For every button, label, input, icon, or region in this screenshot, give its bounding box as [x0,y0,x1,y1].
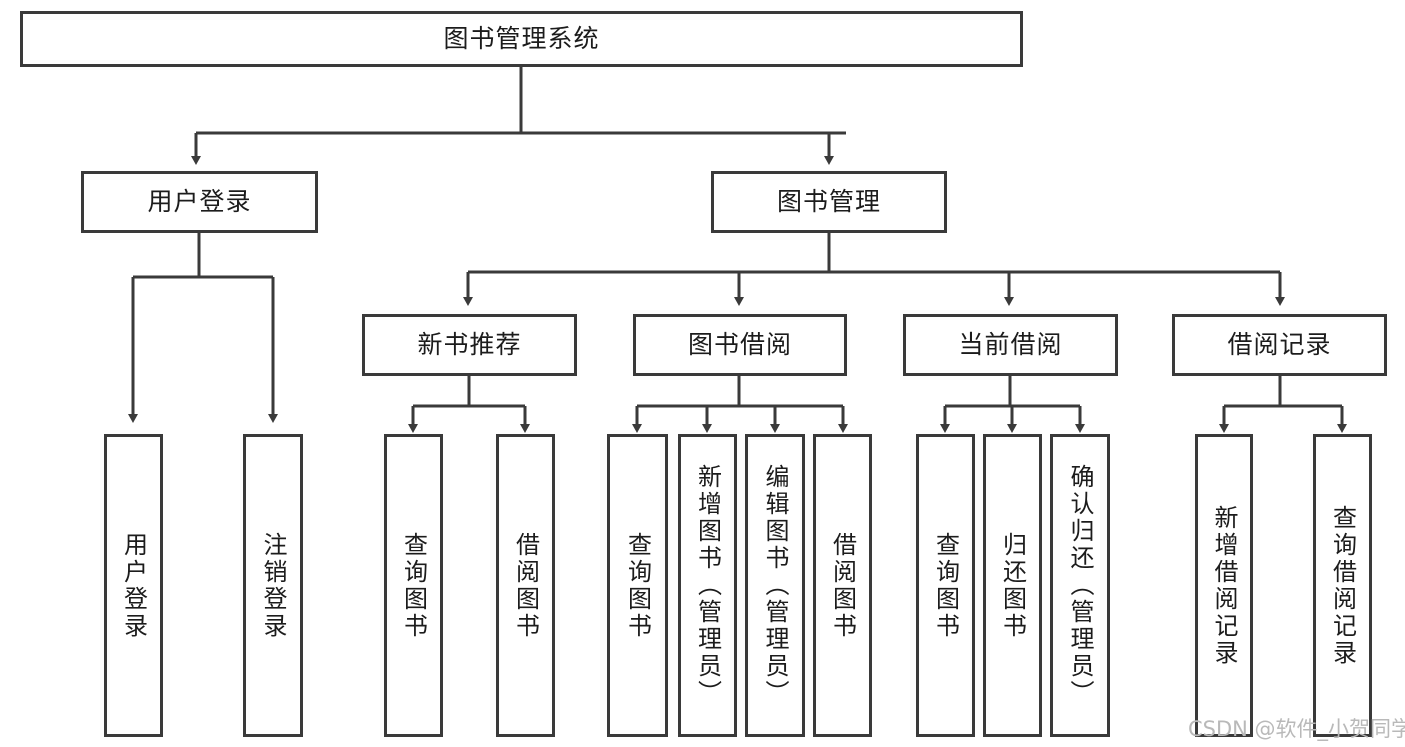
leaf-confirm-return-admin[interactable]: 确认归还（管理员） [1050,434,1110,737]
leaf-query-book-current[interactable]: 查询图书 [916,434,975,737]
leaf-add-book-admin[interactable]: 新增图书（管理员） [678,434,737,737]
csdn-watermark: CSDN @软件_小贺同学 [1188,717,1405,741]
node-label: 确认归还（管理员） [1066,464,1094,707]
leaf-user-login[interactable]: 用户登录 [104,434,163,737]
leaf-query-borrow-record[interactable]: 查询借阅记录 [1313,434,1372,737]
node-label: 归还图书 [998,531,1027,640]
node-book-borrow[interactable]: 图书借阅 [633,314,847,376]
node-label: 编辑图书（管理员） [761,464,789,707]
node-label: 用户登录 [147,187,252,217]
node-label: 图书管理 [776,187,881,217]
node-new-book-recommend[interactable]: 新书推荐 [362,314,577,376]
node-label: 查询图书 [623,531,652,640]
leaf-borrow-book-recommend[interactable]: 借阅图书 [496,434,555,737]
node-label: 新增借阅记录 [1210,504,1238,667]
node-current-borrow[interactable]: 当前借阅 [903,314,1118,376]
node-label: 借阅图书 [828,531,857,640]
leaf-logout-login[interactable]: 注销登录 [243,434,303,737]
node-label: 图书借阅 [687,330,792,360]
leaf-edit-book-admin[interactable]: 编辑图书（管理员） [745,434,805,737]
leaf-return-book[interactable]: 归还图书 [983,434,1042,737]
node-label: 新增图书（管理员） [693,464,722,707]
node-label: 查询借阅记录 [1328,504,1357,667]
leaf-borrow-book[interactable]: 借阅图书 [813,434,872,737]
node-label: 注销登录 [259,531,287,640]
node-label: 借阅图书 [511,531,540,640]
leaf-add-borrow-record[interactable]: 新增借阅记录 [1195,434,1253,737]
leaf-query-book-borrow[interactable]: 查询图书 [607,434,668,737]
node-label: 图书管理系统 [443,24,600,54]
node-label: 借阅记录 [1227,330,1332,360]
node-label: 用户登录 [119,531,148,640]
node-label: 新书推荐 [417,330,522,360]
node-label: 当前借阅 [958,330,1063,360]
leaf-query-book-recommend[interactable]: 查询图书 [384,434,443,737]
node-book-management[interactable]: 图书管理 [711,171,947,233]
node-label: 查询图书 [931,531,960,640]
node-root-book-management-system[interactable]: 图书管理系统 [20,11,1023,67]
node-label: 查询图书 [399,531,428,640]
node-borrow-record[interactable]: 借阅记录 [1172,314,1387,376]
node-user-login[interactable]: 用户登录 [81,171,318,233]
